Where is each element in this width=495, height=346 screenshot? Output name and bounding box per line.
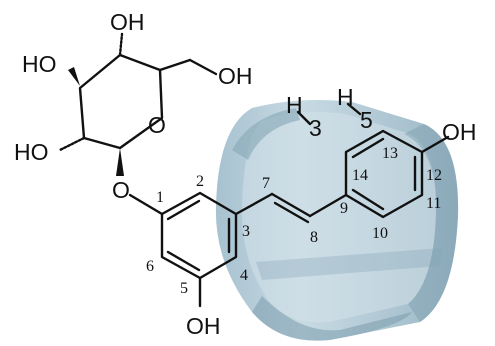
cavity-inner-wall: [241, 112, 437, 323]
cyclodextrin-cavity: [215, 100, 459, 341]
wedge-bond-c1-glyco-o: [116, 148, 124, 176]
wedge-bond-c4-oh: [68, 67, 80, 86]
label-ring-oxygen: O: [148, 112, 166, 138]
atom-number-6: 6: [146, 258, 154, 275]
resveratrol-ring-a: [160, 191, 238, 308]
bond-o-c1: [128, 193, 164, 216]
atom-number-12: 12: [426, 167, 442, 184]
vinyl-bridge: [234, 192, 348, 224]
atom-number-3: 3: [242, 223, 250, 240]
bond-c5-ch2: [158, 58, 192, 72]
label-ho-left-upper: HO: [22, 51, 57, 77]
bond-c12-oh: [420, 135, 450, 154]
label-h3-hydrogen: H: [286, 92, 303, 118]
ring-b-double-3: [351, 188, 385, 211]
ring-a-double-1: [166, 199, 201, 221]
atom-number-7: 7: [262, 175, 270, 192]
bond-c3-oh-top: [118, 32, 124, 57]
cavity-side-band: [404, 124, 459, 322]
label-h5-hydrogen: H: [337, 84, 354, 110]
label-oh-bottom: OH: [186, 313, 221, 339]
label-oh-ch2: OH: [218, 63, 253, 89]
label-oh-right: OH: [442, 119, 477, 145]
atom-number-1: 1: [156, 189, 164, 206]
atom-number-11: 11: [426, 195, 441, 212]
bond-c7-c8-double: [273, 201, 310, 224]
atom-number-10: 10: [372, 225, 388, 242]
atom-number-8: 8: [310, 229, 318, 246]
cavity-lower-band: [256, 248, 442, 280]
bond-c3-c7: [234, 192, 274, 216]
label-oh-top: OH: [110, 9, 145, 35]
ring-b-double-1: [351, 137, 385, 159]
label-h3-number: 3: [309, 115, 322, 141]
label-glycosidic-oxygen: O: [112, 177, 130, 203]
atom-number-5: 5: [180, 280, 188, 297]
label-h5-number: 5: [360, 107, 373, 133]
atom-number-9: 9: [340, 200, 348, 217]
atom-number-14: 14: [352, 167, 368, 184]
atom-number-13: 13: [382, 145, 398, 162]
label-ho-left-lower: HO: [14, 139, 49, 165]
ring-a-double-3: [166, 250, 201, 272]
bond-c8-c9: [308, 193, 348, 218]
bond-ch2-oh: [188, 58, 218, 76]
ring-a-bonds: [160, 191, 238, 280]
bond-h5: [346, 102, 362, 116]
bond-c2-oh-hashed: [58, 136, 86, 152]
glucose-ring: [58, 32, 218, 176]
bond-h3: [296, 110, 312, 126]
atom-number-2: 2: [196, 173, 204, 190]
cavity-rim-shading: [232, 108, 300, 160]
atom-number-4: 4: [240, 267, 248, 284]
cavity-bottom-shadow: [252, 296, 412, 341]
resveratrol-ring-b: [344, 129, 450, 219]
bond-c7-c8: [270, 192, 312, 218]
